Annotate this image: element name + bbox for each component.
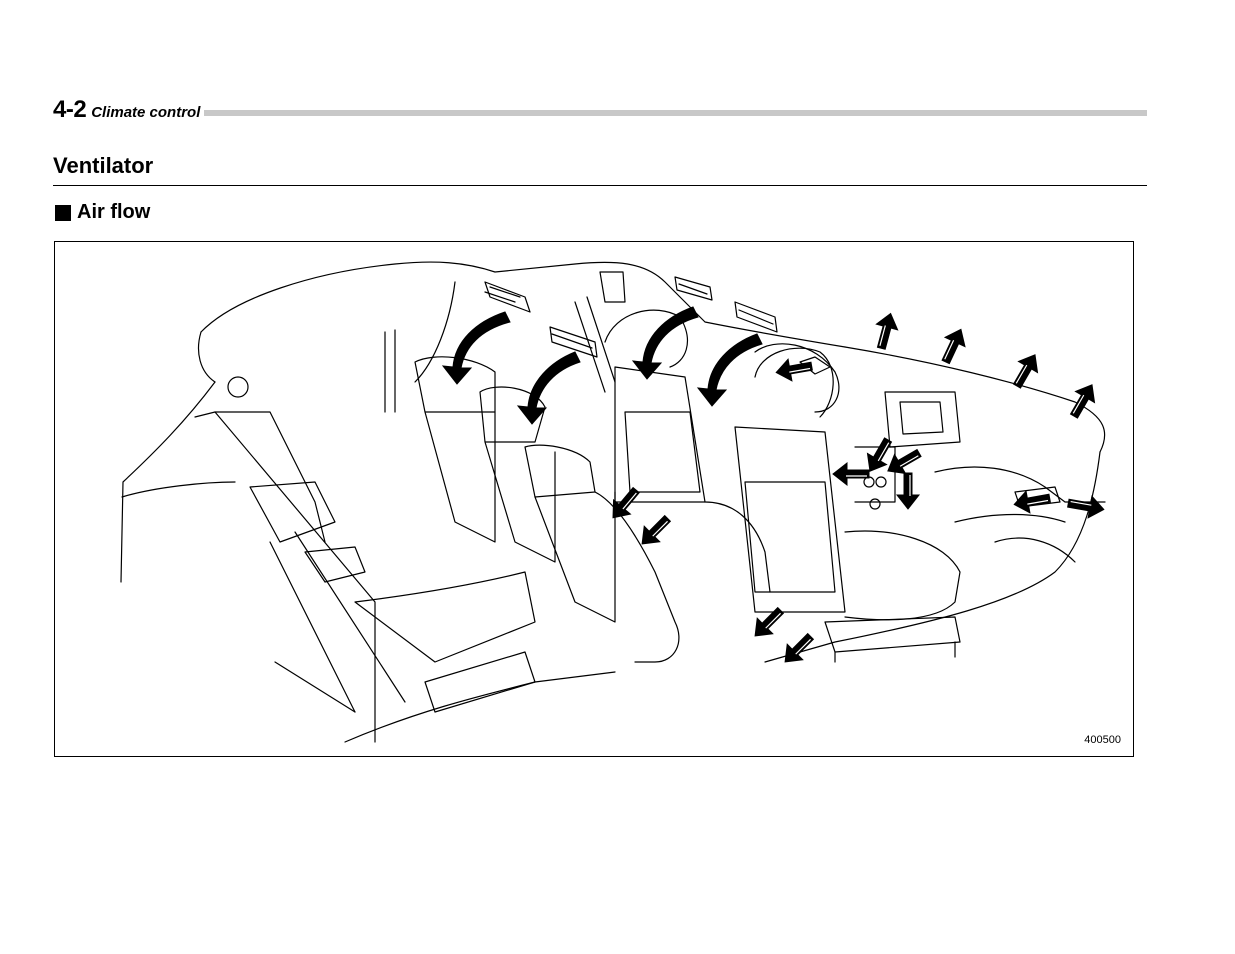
page-header: 4-2 Climate control [53,96,1147,124]
subsection-title: Air flow [77,201,150,224]
section-title: Ventilator [53,153,153,179]
filled-square-icon [55,205,71,221]
header-rule [53,110,1147,116]
figure-code: 400500 [1084,734,1121,746]
header-text: 4-2 Climate control [53,96,204,124]
page-number: 4-2 [53,96,86,124]
chapter-label: Climate control [91,104,200,121]
subsection-heading: Air flow [55,201,150,224]
car-interior-drawing [55,242,1134,757]
title-rule [53,185,1147,186]
airflow-illustration: 400500 [54,241,1134,757]
